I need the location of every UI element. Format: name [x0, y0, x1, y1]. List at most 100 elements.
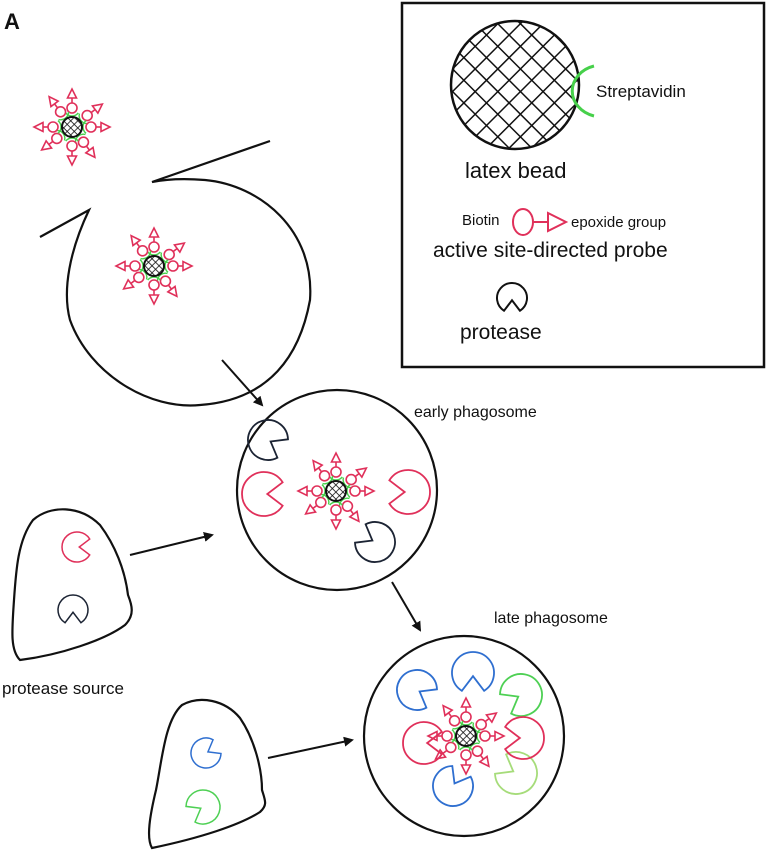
streptavidin-icon	[329, 476, 343, 481]
protease-source-vesicle-1	[11, 508, 133, 662]
epoxide-icon	[130, 234, 142, 247]
epoxide-icon	[494, 730, 506, 742]
streptavidin-icon	[139, 259, 144, 273]
engulfed-bead-complex	[114, 226, 194, 306]
protease-icon	[61, 531, 91, 563]
probe-linker	[484, 717, 490, 723]
streptavidin-icon	[346, 484, 351, 498]
streptavidin-icon	[459, 746, 473, 751]
probe-linker	[53, 103, 59, 109]
biotin-icon	[51, 132, 63, 145]
streptavidin-icon	[65, 112, 79, 117]
probe-linker	[349, 509, 355, 515]
protease-icon	[388, 469, 431, 515]
late-phagosome-membrane	[362, 634, 566, 838]
probe-linker	[90, 108, 96, 114]
biotin-icon	[441, 730, 453, 742]
protease-icon	[396, 669, 438, 711]
epoxide-icon	[182, 260, 194, 272]
biotin-icon	[315, 496, 327, 509]
source2-proteases	[185, 737, 222, 825]
streptavidin-icon	[57, 120, 62, 134]
biotin-icon	[129, 260, 141, 272]
streptavidin-icon	[147, 276, 161, 281]
probe-label: active site-directed probe	[433, 239, 668, 262]
streptavidin-icon	[459, 721, 473, 726]
streptavidin-icon	[58, 111, 70, 121]
streptavidin-icon	[451, 729, 456, 743]
streptavidin-icon	[570, 64, 595, 118]
protease-icon	[247, 419, 289, 461]
epoxide-icon	[40, 139, 53, 151]
biotin-icon	[345, 473, 357, 486]
biotin-icon	[133, 271, 145, 284]
latex-bead-icon	[61, 116, 83, 138]
biotin-icon	[148, 241, 160, 253]
protease-icon	[57, 594, 89, 624]
epoxide-icon	[434, 748, 447, 760]
epoxide-icon	[330, 451, 342, 463]
epoxide-icon	[148, 226, 160, 238]
late-phagosome-label: late phagosome	[494, 610, 608, 627]
epoxide-icon	[66, 155, 78, 167]
protease-source-label: protease source	[2, 679, 124, 698]
streptavidin-icon	[147, 251, 161, 256]
biotin-icon	[330, 504, 342, 516]
probe-linker	[48, 140, 54, 146]
early-phagosome-bead-complex	[296, 451, 376, 531]
epoxide-icon	[296, 485, 308, 497]
biotin-icon	[330, 466, 342, 478]
epoxide-icon	[478, 755, 490, 768]
biotin-icon	[81, 109, 93, 122]
biotin-icon	[341, 500, 354, 512]
epoxide-icon	[485, 712, 498, 724]
epoxide-icon	[460, 764, 472, 776]
epoxide-icon	[304, 503, 317, 515]
biotin-icon	[512, 208, 534, 236]
probe-linker	[172, 247, 178, 253]
probe-linker	[85, 145, 91, 151]
probe-linker	[130, 279, 136, 285]
epoxide-icon	[173, 242, 186, 254]
streptavidin-icon	[65, 137, 79, 142]
probe-linker	[479, 754, 485, 760]
epoxide-icon	[148, 294, 160, 306]
early-phagosome-membrane	[235, 388, 439, 592]
protease-icon	[503, 716, 545, 760]
protease-icon	[432, 765, 474, 807]
legend-box: Streptavidin latex bead Biotin epoxide g…	[400, 1, 766, 369]
streptavidin-icon	[476, 729, 481, 743]
streptavidin-icon	[156, 272, 168, 282]
streptavidin-icon	[74, 133, 86, 143]
late-phagosome-bead-complex	[426, 696, 506, 776]
biotin-icon	[445, 741, 457, 754]
probe-linker	[135, 242, 141, 248]
biotin-icon	[148, 279, 160, 291]
streptavidin-icon	[320, 493, 330, 505]
epoxide-icon	[364, 485, 376, 497]
biotin-icon	[77, 136, 90, 148]
epoxide-icon	[330, 519, 342, 531]
early-phagosome-proteases	[241, 419, 431, 563]
epoxide-icon	[91, 103, 104, 115]
streptavidin-icon	[321, 484, 326, 498]
latex-bead-icon	[449, 19, 581, 151]
biotin-icon	[479, 730, 491, 742]
biotin-icon	[136, 245, 149, 257]
probe-linker	[442, 749, 448, 755]
biotin-icon	[47, 121, 59, 133]
protease-icon	[190, 737, 222, 769]
biotin-icon	[159, 275, 172, 287]
biotin-icon	[66, 102, 78, 114]
epoxide-icon	[442, 704, 454, 717]
protease-source-vesicle-2	[147, 698, 267, 850]
epoxide-icon	[32, 121, 44, 133]
streptavidin-icon	[329, 501, 343, 506]
arrow-source2-to-late	[267, 736, 354, 759]
latex-bead-label: latex bead	[465, 158, 567, 183]
epoxide-icon	[66, 87, 78, 99]
engulfing-cell	[39, 139, 312, 407]
streptavidin-icon	[78, 113, 88, 125]
biotin-icon	[167, 260, 179, 272]
